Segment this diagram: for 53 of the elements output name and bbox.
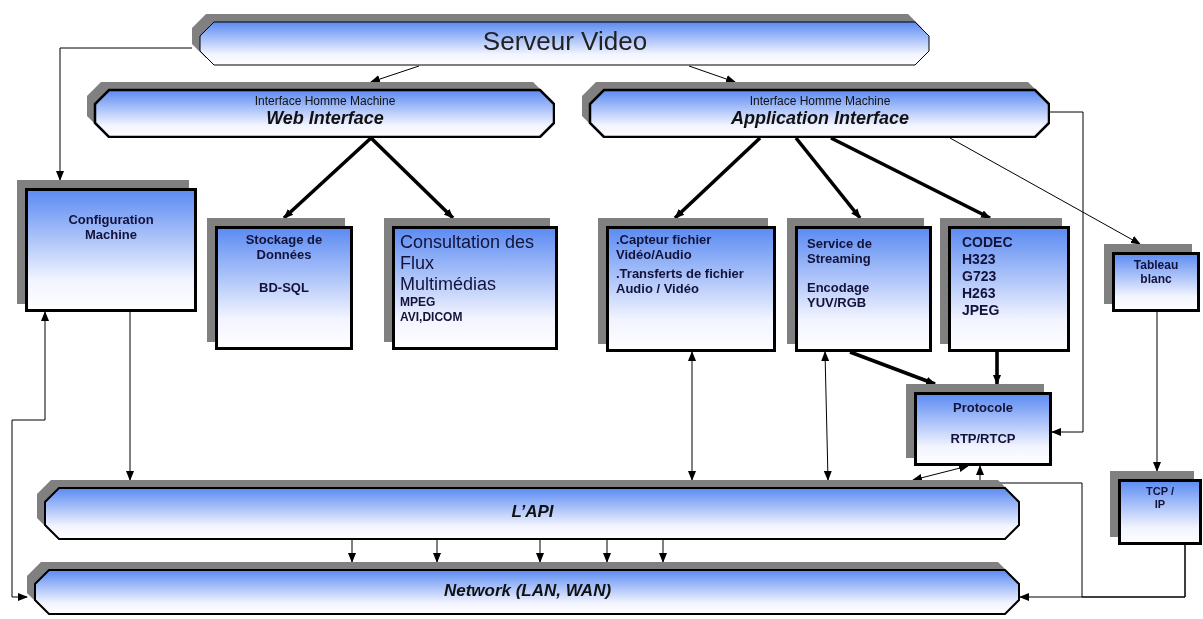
box-title: Network (LAN, WAN) [443,581,612,601]
process-box [207,218,353,350]
box-title: .Capteur fichier Vidéo/Audio [616,232,713,262]
arrow [659,539,667,563]
arrow [849,350,936,386]
arrow [912,464,969,482]
box-title: Tableau blanc [1132,258,1180,286]
arrow [821,351,832,481]
banner [582,82,1050,138]
arrow [370,65,420,83]
arrow [126,311,134,481]
process-box [1110,471,1202,545]
process-box [1104,244,1200,312]
process-box [940,218,1070,352]
process-box [787,218,932,352]
banner [192,14,930,66]
box-title: Consultation des Flux Multimédias [400,232,535,295]
box-title: Service de Streaming [807,236,874,266]
process-box [906,384,1052,466]
process-box [598,218,776,352]
process-box [384,218,558,350]
arrow [603,539,611,563]
arrow [688,351,696,481]
process-box [17,180,197,312]
box-title: Interface Homme Machine [254,94,396,108]
box-title: Stockage de Données [244,232,324,262]
arrow [56,47,193,181]
arrow [688,65,736,83]
box-title: Configuration Machine [67,212,155,242]
arrow [1049,111,1084,436]
banner [37,480,1020,540]
box-label: Application Interface [731,108,909,129]
arrow [993,352,1001,385]
box-title: CODEC H323 G723 H263 JPEG [962,234,1014,319]
box-label: Web Interface [266,108,384,129]
arrow [536,539,544,563]
box-title: Protocole [953,400,1013,415]
box-label: RTP/RTCP [950,431,1016,446]
box-label: Encodage YUV/RGB [807,280,871,310]
banner [87,82,555,138]
box-label: MPEG AVI,DICOM [400,295,460,325]
box-label: .Transferts de fichier Audio / Vidéo [616,266,745,296]
arrow [1153,311,1161,472]
arrow [11,311,49,601]
arrow [433,539,441,563]
arrow [348,539,356,563]
box-title: Interface Homme Machine [749,94,891,108]
banner [27,562,1020,615]
box-label: BD-SQL [259,280,309,295]
box-title: L’API [511,502,554,522]
arrow [976,465,1186,598]
box-title: TCP / IP [1145,485,1175,511]
box-title: Serveur Video [482,26,648,57]
